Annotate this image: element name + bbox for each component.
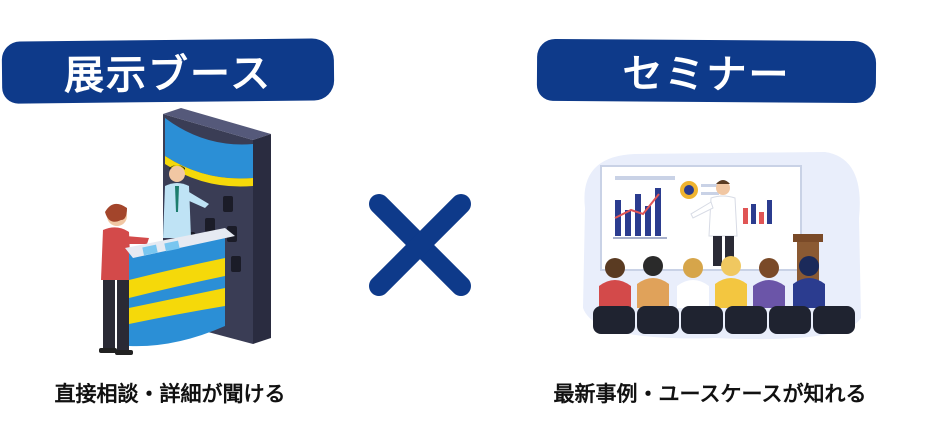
seminar-caption: 最新事例・ユースケースが知れる — [553, 382, 867, 406]
exhibition-booth-icon — [99, 108, 271, 355]
cross-icon — [369, 194, 471, 296]
seminar-title: セミナー — [622, 51, 791, 99]
seminar-icon — [583, 152, 861, 340]
booth-title: 展示ブース — [63, 50, 273, 100]
seminar-title-banner: セミナー — [536, 38, 877, 104]
booth-title-banner: 展示ブース — [1, 38, 335, 104]
booth-caption: 直接相談・詳細が聞ける — [54, 382, 286, 406]
